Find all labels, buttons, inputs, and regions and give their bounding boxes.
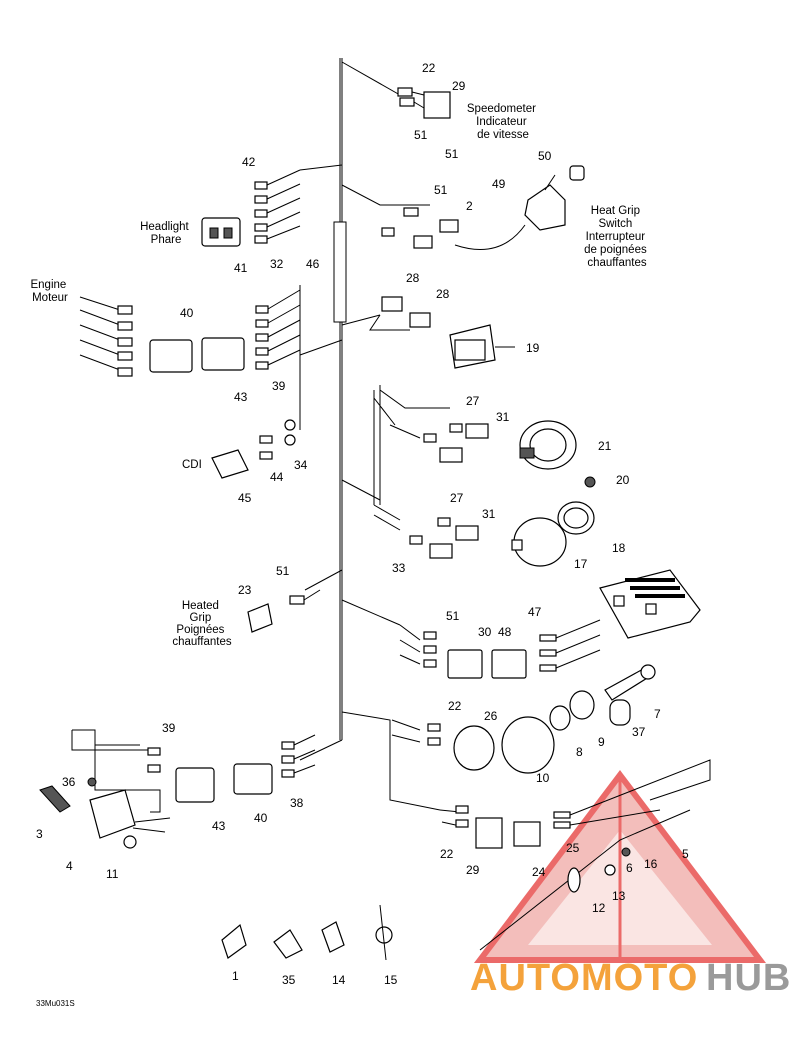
callout-50: 50 (538, 149, 552, 163)
callout-36: 36 (62, 775, 76, 789)
callout-4: 4 (66, 859, 73, 873)
callout-21: 21 (598, 439, 612, 453)
callout-39: 39 (272, 379, 286, 393)
callout-31: 31 (496, 410, 510, 424)
callout-28: 28 (436, 287, 450, 301)
callout-51: 51 (445, 147, 459, 161)
cdi-connector-group (211, 419, 296, 479)
callout-20: 20 (616, 473, 630, 487)
callout-33: 33 (392, 561, 406, 575)
callout-51: 51 (446, 609, 460, 623)
callout-44: 44 (270, 470, 284, 484)
callout-7: 7 (654, 707, 661, 721)
lower-right-connector-group (439, 759, 711, 951)
engine-label: Engine Moteur (30, 279, 69, 304)
callout-30: 30 (478, 625, 492, 639)
figure-code: 33Mu031S (36, 999, 75, 1008)
connector-27-31-21 (373, 389, 596, 488)
callout-14: 14 (332, 973, 346, 987)
heat-grip-switch (381, 165, 585, 250)
connector-28-19 (369, 296, 515, 369)
callout-38: 38 (290, 796, 304, 810)
callout-49: 49 (492, 177, 506, 191)
callout-15: 15 (384, 973, 398, 987)
heat-grip-switch-label: Heat Grip Switch Interrupteur de poignée… (584, 205, 650, 269)
callout-5: 5 (682, 847, 689, 861)
callout-27: 27 (450, 491, 464, 505)
callout-22: 22 (448, 699, 462, 713)
watermark-text: AUTOMOTO HUB (470, 957, 791, 999)
callout-29: 29 (466, 863, 480, 877)
callout-13: 13 (612, 889, 626, 903)
connector-27-31-17 (373, 501, 595, 567)
callout-18: 18 (612, 541, 626, 555)
callout-32: 32 (270, 257, 284, 271)
callout-37: 37 (632, 725, 646, 739)
cdi-label: CDI (182, 459, 202, 471)
bottom-accessories (221, 904, 393, 961)
callout-46: 46 (306, 257, 320, 271)
callout-22: 22 (440, 847, 454, 861)
callout-24: 24 (532, 865, 546, 879)
callout-25: 25 (566, 841, 580, 855)
watermark-logo (473, 770, 767, 963)
callout-9: 9 (598, 735, 605, 749)
lower-left-connector-group (39, 729, 316, 849)
callout-6: 6 (626, 861, 633, 875)
callout-23: 23 (238, 583, 252, 597)
callout-17: 17 (574, 557, 588, 571)
heated-grip-label: Heated Grip Poignées chauffantes (172, 600, 232, 648)
engine-connector-group (79, 289, 301, 377)
callout-51: 51 (276, 564, 290, 578)
callout-22: 22 (422, 61, 436, 75)
callout-3: 3 (36, 827, 43, 841)
callout-45: 45 (238, 491, 252, 505)
callout-numbers: 22 29 51 51 50 49 51 2 42 41 32 46 40 43… (36, 61, 689, 987)
callout-8: 8 (576, 745, 583, 759)
headlight-label: Headlight Phare (140, 221, 192, 246)
callout-11: 11 (106, 867, 119, 881)
callout-28: 28 (406, 271, 420, 285)
callout-29: 29 (452, 79, 466, 93)
callout-10: 10 (536, 771, 550, 785)
speedometer-label: Speedometer Indicateur de vitesse (467, 103, 539, 141)
heated-grip-connector (247, 589, 321, 633)
callout-43: 43 (212, 819, 226, 833)
callout-19: 19 (526, 341, 540, 355)
speedometer-connector-group (397, 87, 451, 119)
callout-39: 39 (162, 721, 176, 735)
callout-43: 43 (234, 390, 248, 404)
callout-47: 47 (528, 605, 542, 619)
callout-41: 41 (234, 261, 248, 275)
callout-42: 42 (242, 155, 256, 169)
callout-2: 2 (466, 199, 473, 213)
callout-16: 16 (644, 857, 658, 871)
main-harness (299, 58, 441, 811)
callout-40: 40 (254, 811, 268, 825)
callout-35: 35 (282, 973, 296, 987)
callout-26: 26 (484, 709, 498, 723)
watermark-part2: HUB (706, 957, 791, 999)
component-labels: Speedometer Indicateur de vitesse Heat G… (30, 103, 650, 1008)
watermark-part1: AUTOMOTO (470, 957, 698, 999)
callout-27: 27 (466, 394, 480, 408)
callout-40: 40 (180, 306, 194, 320)
connector-22-26-10 (391, 664, 656, 774)
callout-34: 34 (294, 458, 308, 472)
callout-12: 12 (592, 901, 606, 915)
callout-51: 51 (414, 128, 428, 142)
callout-31: 31 (482, 507, 496, 521)
connector-30-48-47 (399, 569, 701, 679)
callout-51: 51 (434, 183, 448, 197)
headlight-connector-group (201, 169, 301, 247)
callout-48: 48 (498, 625, 512, 639)
callout-1: 1 (232, 969, 239, 983)
